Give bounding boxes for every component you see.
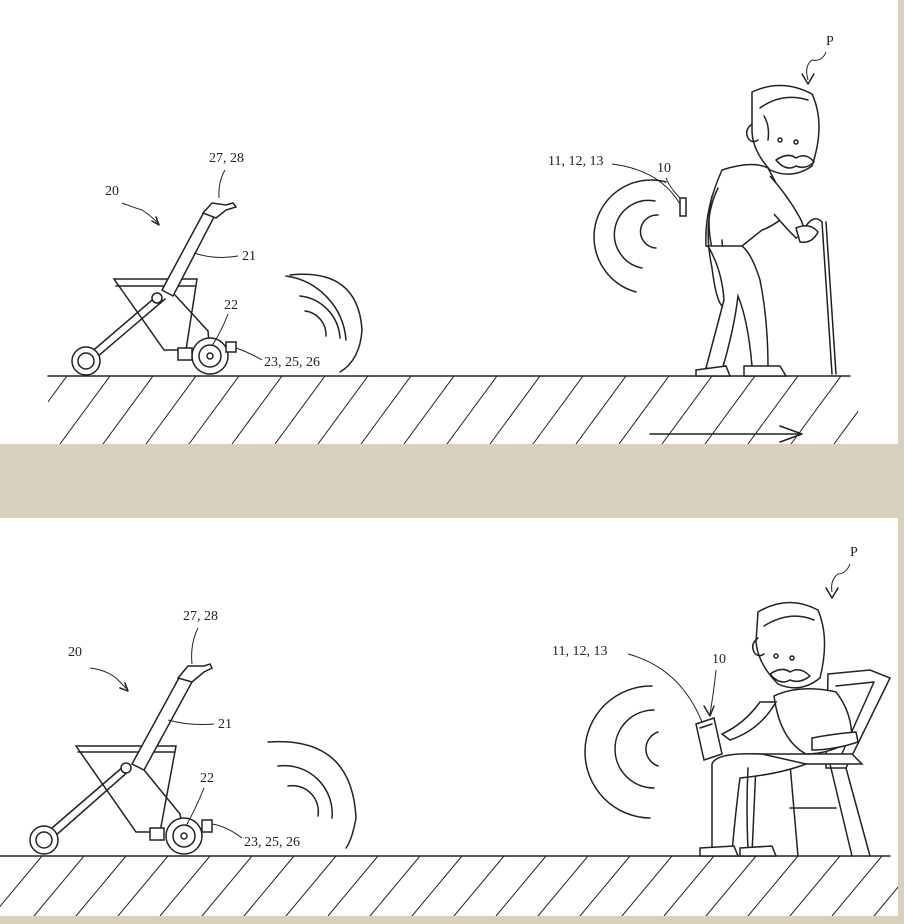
leader-device-parts bbox=[611, 163, 681, 205]
leader-person bbox=[831, 563, 851, 593]
label-device-parts: 11, 12, 13 bbox=[552, 644, 607, 659]
leader-drive bbox=[211, 823, 243, 839]
wearable-device-icon bbox=[679, 197, 687, 217]
label-walker: 20 bbox=[68, 645, 82, 660]
leader-frame bbox=[167, 719, 215, 725]
walker-device bbox=[71, 202, 238, 376]
label-device: 10 bbox=[657, 161, 671, 176]
leader-frame bbox=[193, 252, 239, 258]
ground bbox=[0, 855, 898, 916]
motion-arrow bbox=[649, 425, 803, 443]
label-frame: 21 bbox=[242, 249, 256, 264]
leader-person bbox=[806, 51, 827, 81]
standing-person bbox=[695, 84, 837, 377]
arrowhead-person bbox=[825, 587, 839, 599]
leader-wheel bbox=[185, 787, 205, 827]
person-signal-waves-icon bbox=[593, 179, 667, 293]
leader-device-parts bbox=[627, 653, 703, 723]
figure-top-drawing: 20 27, 28 21 22 23, 25, 26 bbox=[47, 34, 858, 444]
figure-bottom: 20 27, 28 21 22 23, 25, 26 bbox=[0, 518, 898, 916]
leader-device bbox=[709, 669, 717, 715]
label-device-parts: 11, 12, 13 bbox=[548, 154, 603, 169]
arrowhead-walker bbox=[119, 682, 129, 692]
figure-bottom-drawing: 20 27, 28 21 22 23, 25, 26 bbox=[0, 545, 898, 916]
phone-signal-waves-icon bbox=[584, 685, 659, 819]
label-handle: 27, 28 bbox=[183, 609, 218, 624]
arrowhead-device bbox=[703, 705, 715, 717]
label-drive: 23, 25, 26 bbox=[264, 355, 320, 370]
leader-handle bbox=[218, 169, 226, 199]
seated-person bbox=[699, 601, 859, 857]
leader-drive bbox=[235, 347, 263, 361]
leader-wheel bbox=[211, 313, 229, 347]
label-device: 10 bbox=[712, 652, 726, 667]
arrowhead-walker bbox=[151, 216, 160, 226]
label-person: P bbox=[826, 34, 834, 49]
walker-device bbox=[29, 663, 214, 855]
label-wheel: 22 bbox=[224, 298, 238, 313]
leader-device bbox=[665, 177, 681, 199]
walker-signal-waves-icon bbox=[267, 740, 357, 849]
phone-device-icon bbox=[695, 717, 723, 761]
label-drive: 23, 25, 26 bbox=[244, 835, 300, 850]
arrowhead-person bbox=[801, 73, 815, 85]
leader-handle bbox=[191, 627, 199, 665]
walker-signal-waves-icon bbox=[285, 273, 363, 373]
label-frame: 21 bbox=[218, 717, 232, 732]
leader-walker bbox=[89, 667, 129, 691]
leader-walker bbox=[121, 202, 160, 225]
label-walker: 20 bbox=[105, 184, 119, 199]
label-handle: 27, 28 bbox=[209, 151, 244, 166]
label-wheel: 22 bbox=[200, 771, 214, 786]
label-person: P bbox=[850, 545, 858, 560]
figure-top: 20 27, 28 21 22 23, 25, 26 bbox=[0, 0, 898, 444]
